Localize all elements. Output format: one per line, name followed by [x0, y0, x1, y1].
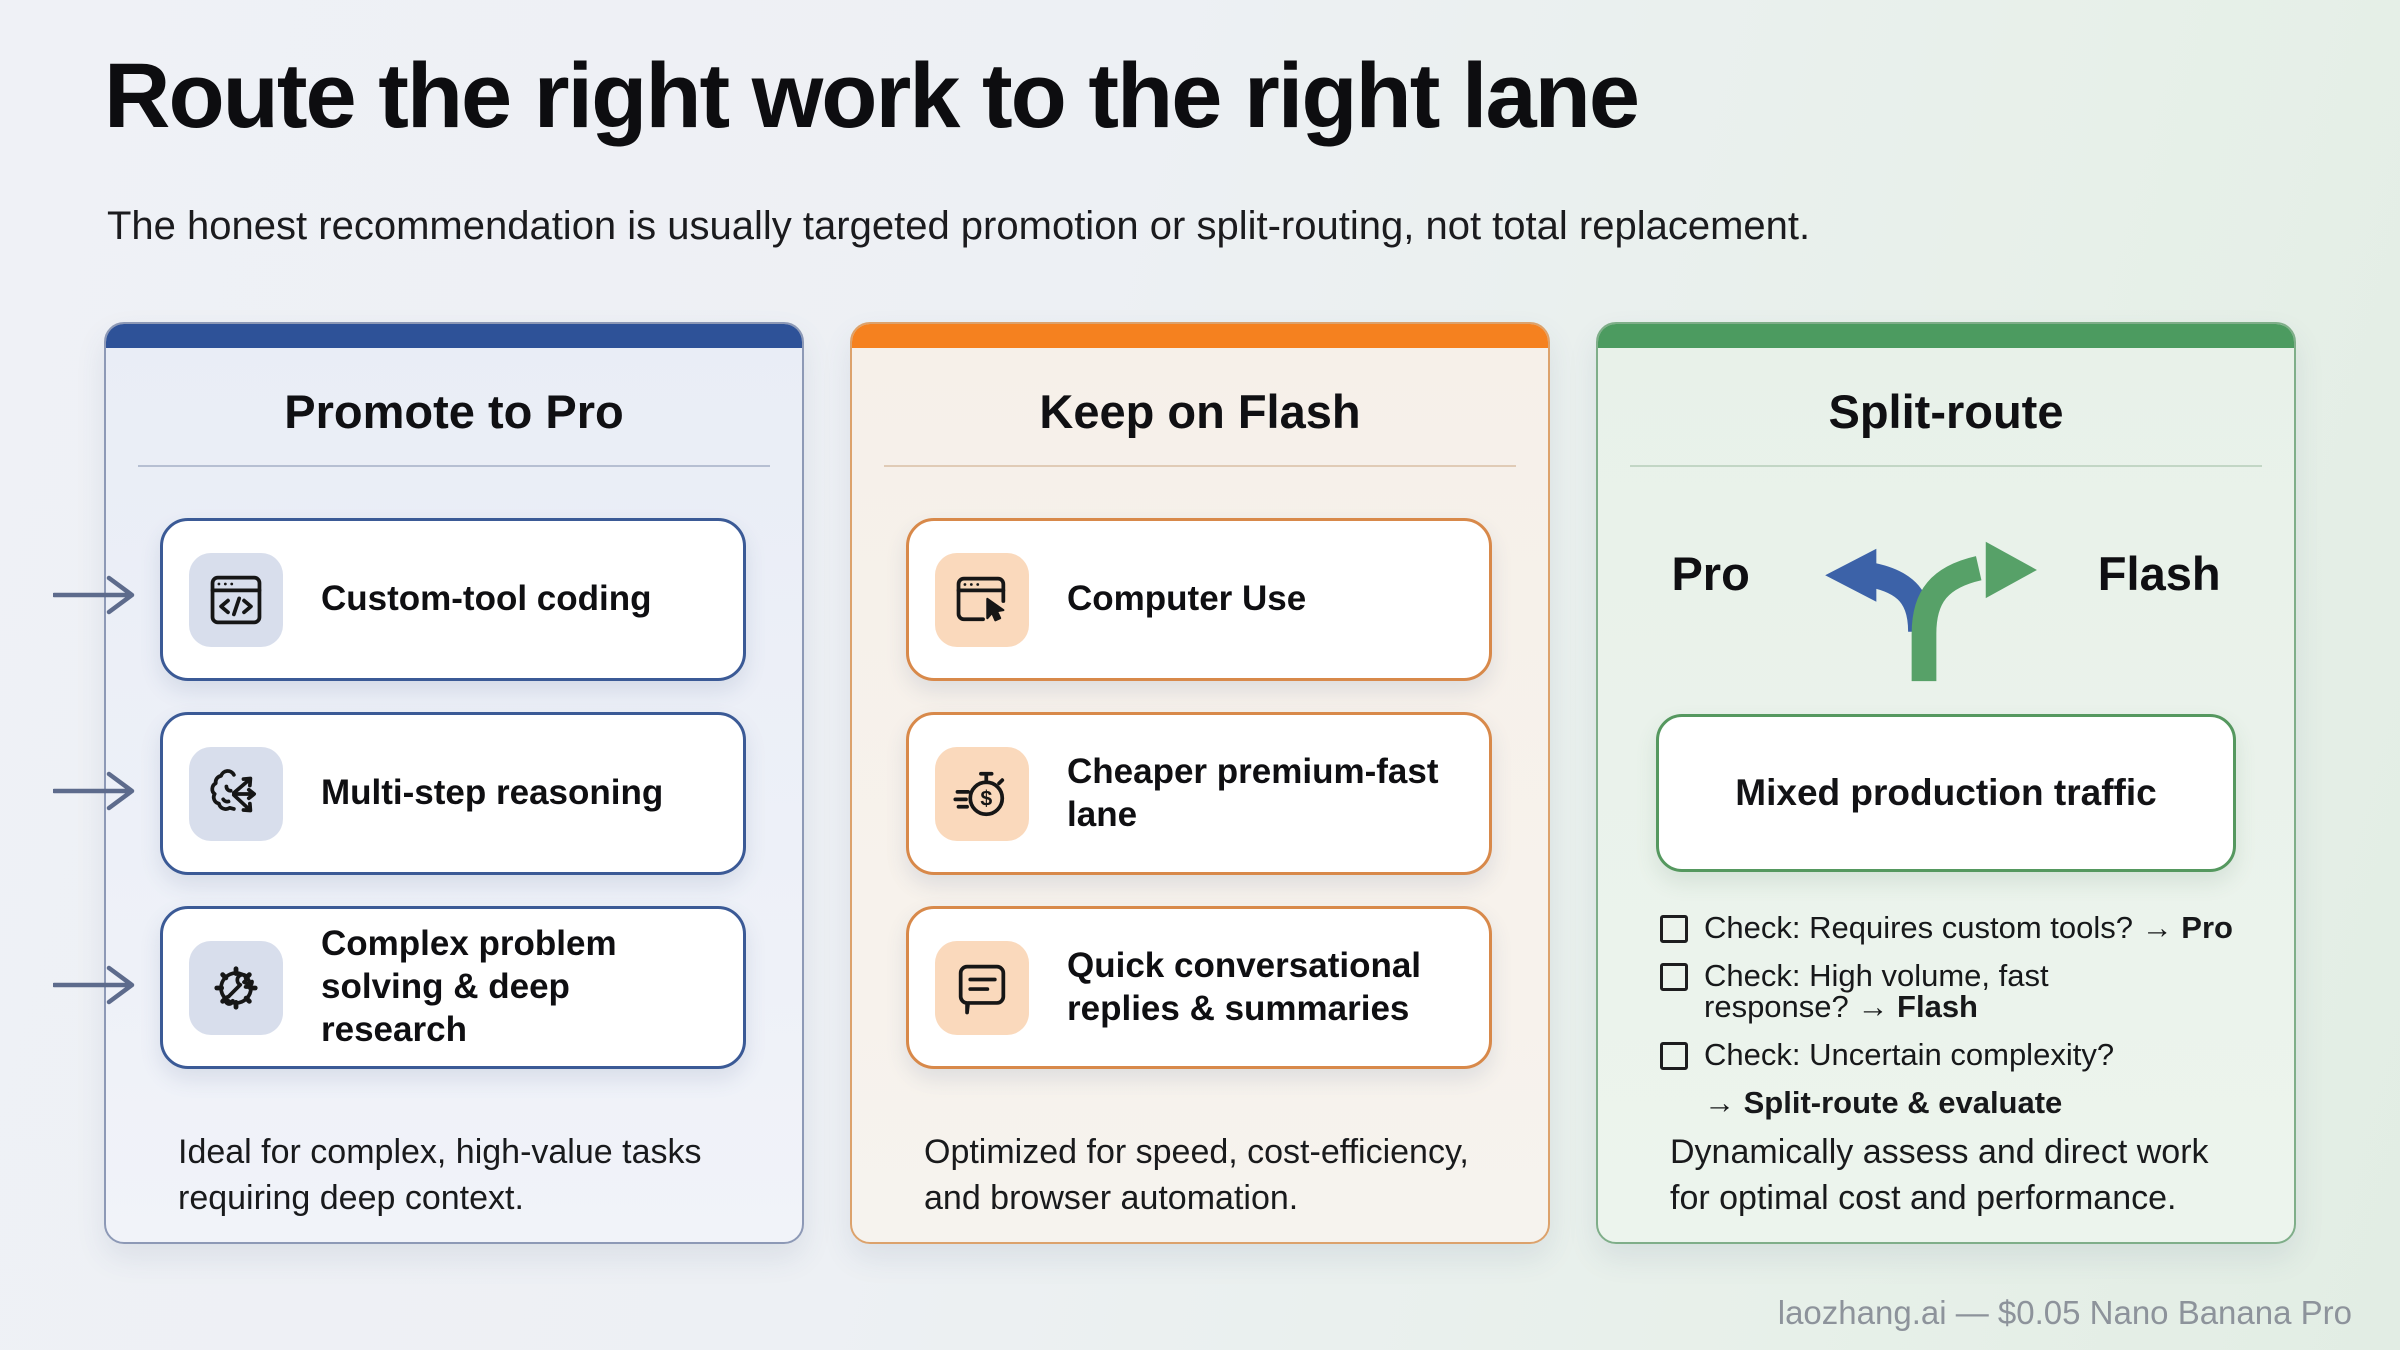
checkbox-icon: [1660, 1042, 1688, 1070]
checkbox-icon: [1660, 963, 1688, 991]
fork-label-flash: Flash: [2097, 547, 2221, 600]
accent-bar-orange: [852, 324, 1548, 348]
card-custom-tool-coding: Custom-tool coding: [160, 518, 746, 681]
divider: [1630, 465, 2262, 467]
attribution: laozhang.ai — $0.05 Nano Banana Pro: [1777, 1294, 2352, 1331]
page-title: Route the right work to the right lane: [104, 45, 1640, 147]
chat-bubble-icon: [935, 940, 1029, 1035]
panel-split-route: Split-route Pro Flash Mixed production t…: [1596, 322, 2296, 1244]
panel-footer: Optimized for speed, cost-efficiency, an…: [924, 1133, 1469, 1217]
brain-branch-icon: [189, 746, 283, 841]
card-label: Cheaper premium-fast lane: [1067, 751, 1439, 834]
arrow-glyph: →: [1857, 989, 1889, 1024]
card-label: Quick conversational replies & summaries: [1067, 945, 1422, 1028]
fork-diagram: Pro Flash: [1598, 492, 2294, 692]
mixed-traffic-label: Mixed production traffic: [1735, 772, 2157, 813]
routing-checklist: Check: Requires custom tools? → Pro Chec…: [1660, 912, 2264, 1118]
arrow-glyph: →: [2141, 910, 2173, 945]
accent-bar-green: [1598, 324, 2294, 348]
fork-label-pro: Pro: [1671, 547, 1750, 600]
accent-bar-blue: [106, 324, 802, 348]
computer-use-icon: [935, 552, 1029, 647]
panel-title: Split-route: [1828, 385, 2064, 438]
checklist-item-continuation: → Split-route & evaluate: [1704, 1085, 2063, 1120]
panel-footer: Dynamically assess and direct work for o…: [1670, 1133, 2209, 1217]
checkbox-icon: [1660, 915, 1688, 943]
svg-text:$: $: [980, 786, 992, 810]
card-label: Complex problem solving & deep research: [321, 924, 617, 1049]
card-label: Multi-step reasoning: [321, 773, 664, 813]
card-complex-problem-solving: Complex problem solving & deep research: [160, 906, 746, 1069]
card-label: Custom-tool coding: [321, 579, 652, 619]
panel-title: Promote to Pro: [284, 385, 624, 438]
card-label: Computer Use: [1067, 579, 1307, 619]
checklist-item: Check: Requires custom tools? → Pro: [1660, 912, 2264, 943]
gear-wrench-icon: [189, 940, 283, 1035]
card-computer-use: Computer Use: [906, 518, 1492, 681]
checklist-item: Check: High volume, fast response? → Fla…: [1660, 960, 2264, 1022]
inbound-arrow-icon: [53, 771, 135, 811]
card-cheaper-premium-fast-lane: $ Cheaper premium-fast lane: [906, 712, 1492, 875]
page-subtitle: The honest recommendation is usually tar…: [107, 204, 1811, 248]
panel-footer: Ideal for complex, high-value tasks requ…: [178, 1133, 702, 1217]
fast-dollar-stopwatch-icon: $: [935, 746, 1029, 841]
divider: [884, 465, 1516, 467]
fork-arrows-icon: [1824, 541, 2037, 682]
inbound-arrow-icon: [53, 575, 135, 615]
inbound-arrow-icon: [53, 965, 135, 1005]
panel-keep-on-flash: Keep on Flash Computer Use: [850, 322, 1550, 1244]
code-browser-icon: [189, 552, 283, 647]
divider: [138, 465, 770, 467]
checklist-item: Check: Uncertain complexity?: [1660, 1039, 2264, 1070]
panel-title: Keep on Flash: [1039, 385, 1361, 438]
mixed-traffic-card: Mixed production traffic: [1656, 714, 2236, 872]
panel-promote-to-pro: Promote to Pro Custom-tool codi: [104, 322, 804, 1244]
card-quick-replies: Quick conversational replies & summaries: [906, 906, 1492, 1069]
card-multi-step-reasoning: Multi-step reasoning: [160, 712, 746, 875]
